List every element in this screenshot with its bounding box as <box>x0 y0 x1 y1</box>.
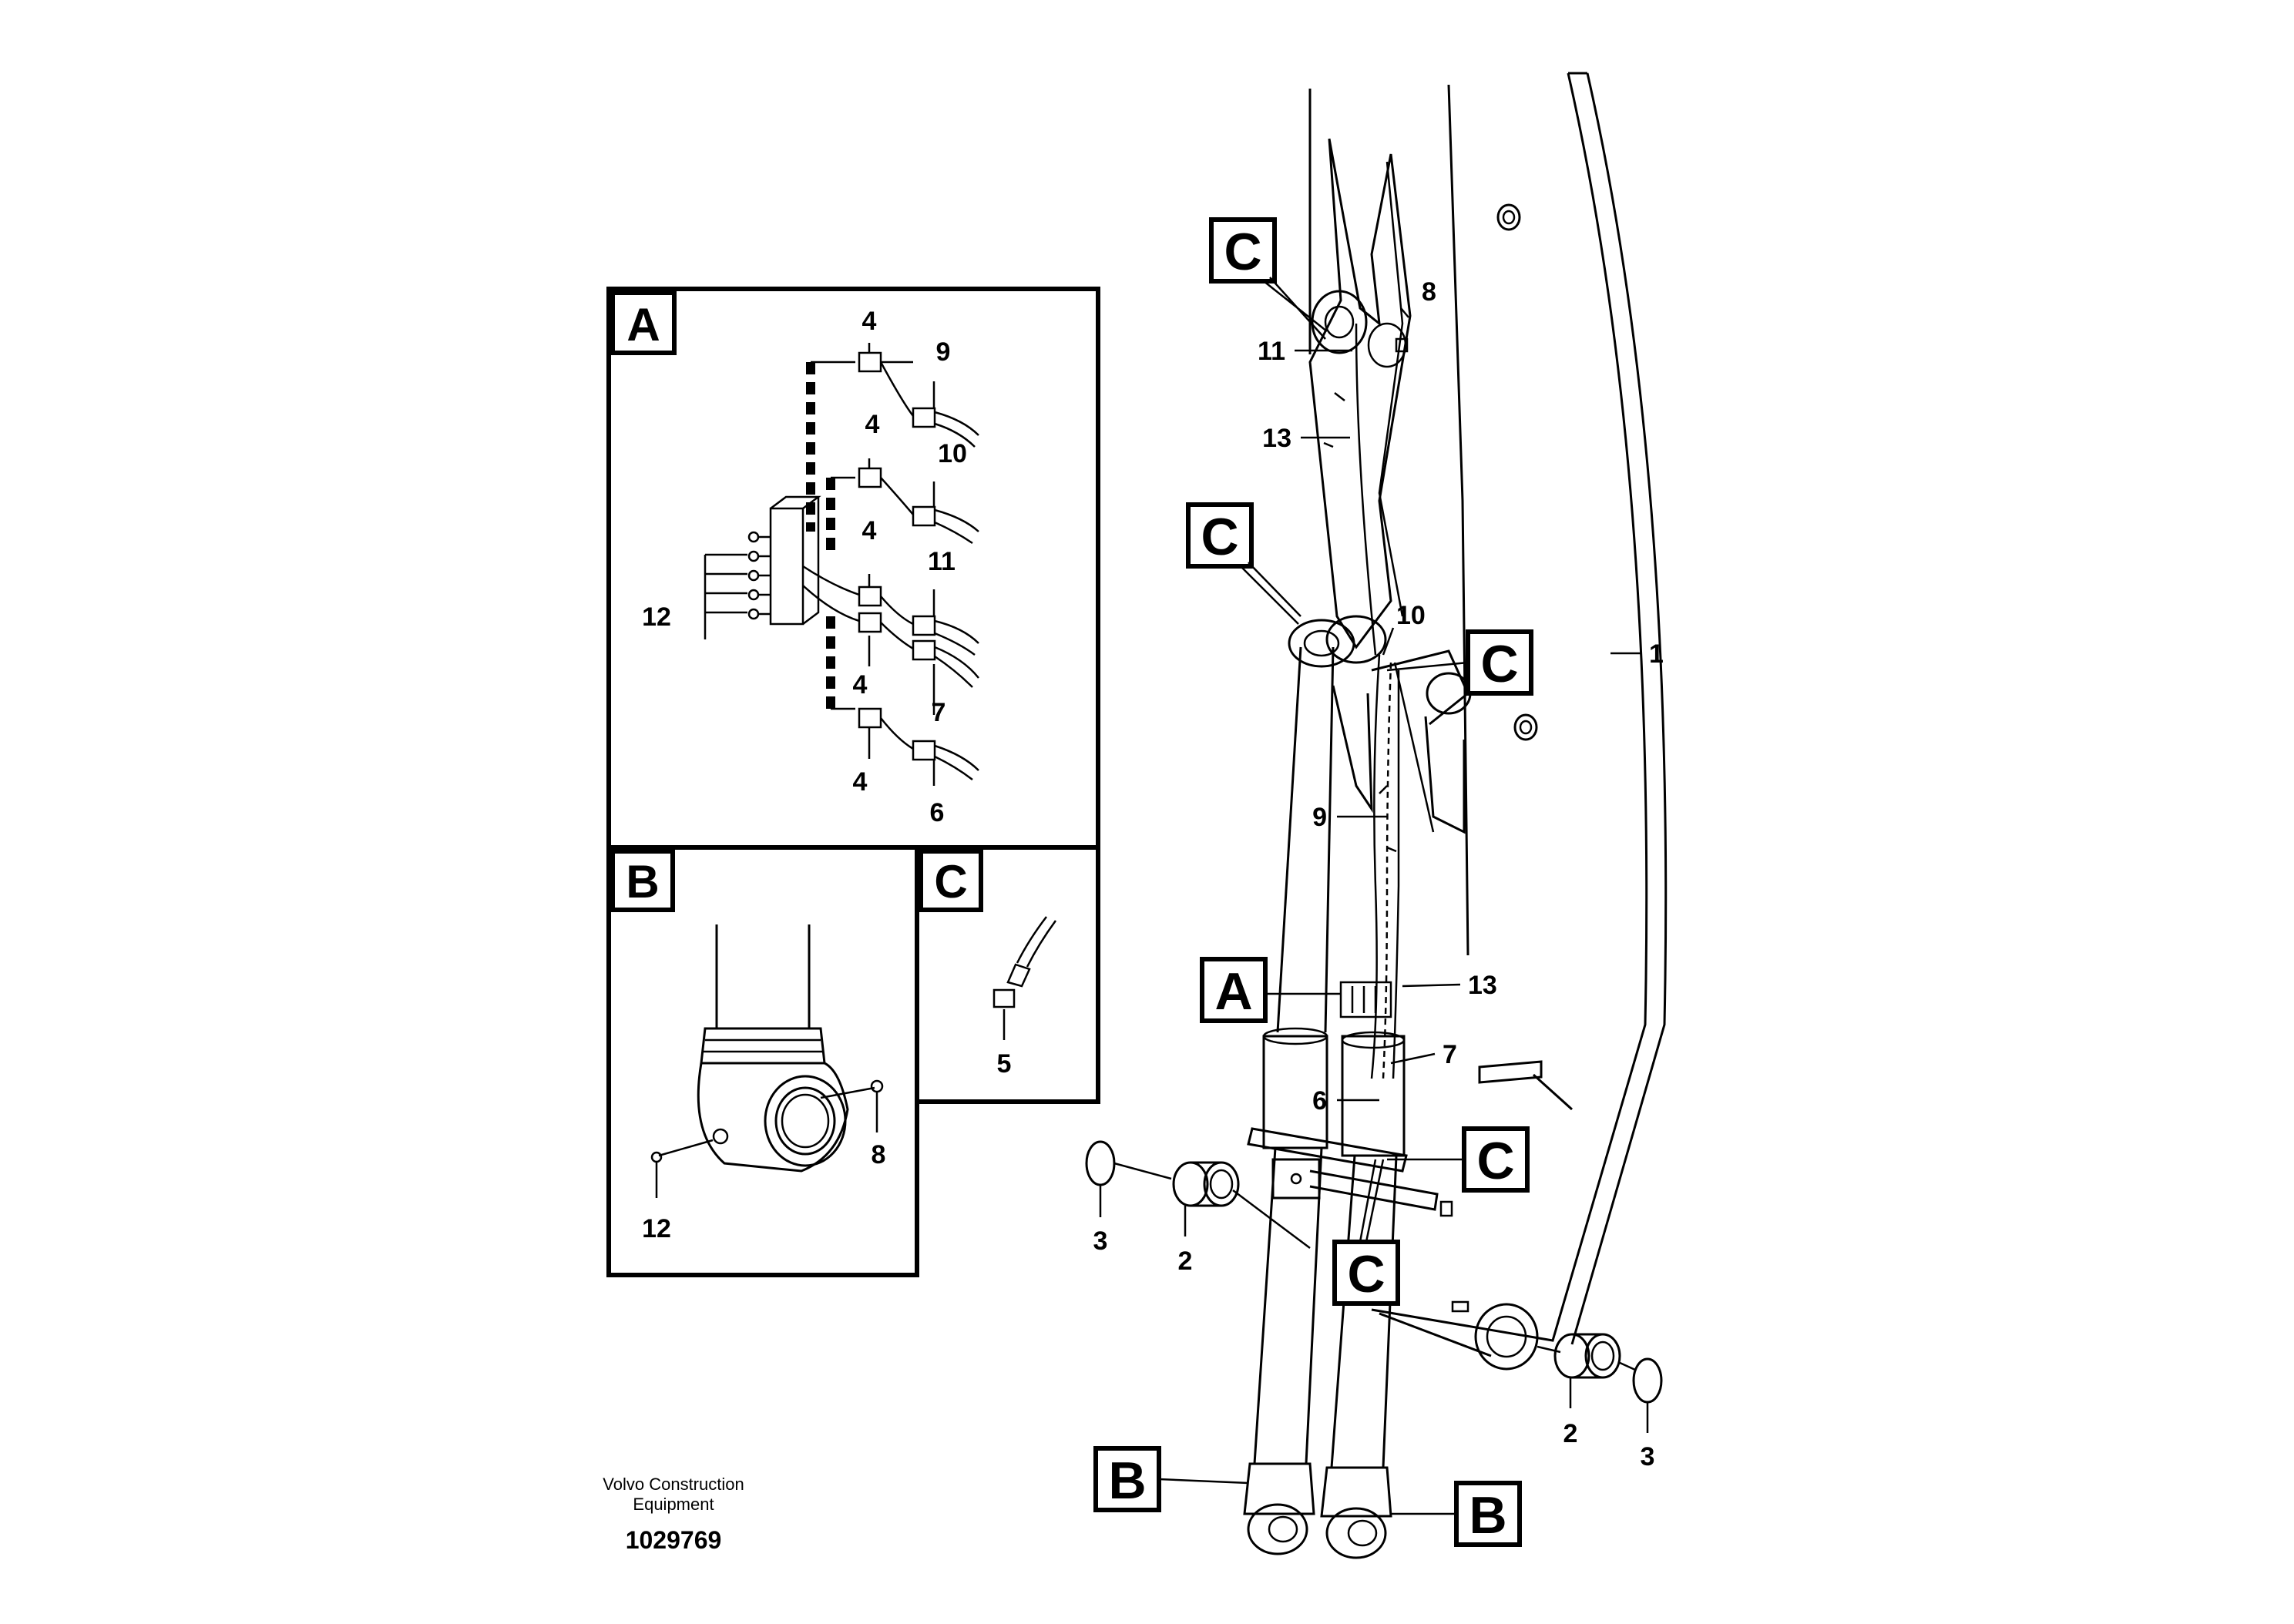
label-2: 2 <box>1563 1419 1578 1448</box>
callout-c-letter: C <box>1480 635 1518 693</box>
label-11: 11 <box>928 547 956 576</box>
label-8: 8 <box>1422 277 1436 307</box>
footer-company-line2: Equipment <box>633 1495 714 1514</box>
label-9: 9 <box>936 337 951 367</box>
inset-a-label: A <box>610 290 677 355</box>
bushing-right <box>1553 1333 1621 1379</box>
label-1: 1 <box>1649 639 1664 669</box>
document-number: 1029769 <box>626 1526 722 1554</box>
footer-company-line1: Volvo Construction <box>603 1475 744 1494</box>
label-4: 4 <box>853 767 868 797</box>
label-4: 4 <box>862 307 877 336</box>
label-7: 7 <box>932 698 946 727</box>
label-7: 7 <box>1443 1040 1457 1069</box>
footer: Volvo Construction Equipment 1029769 <box>603 1475 744 1554</box>
main-part-labels: 8 11 13 10 1 9 13 7 6 3 2 2 3 <box>1093 277 1664 1471</box>
inset-c-drawing: 5 <box>992 916 1057 1079</box>
main-arm-drawing <box>1085 72 1668 1559</box>
label-13: 13 <box>1468 971 1497 1000</box>
label-4: 4 <box>865 410 880 439</box>
inset-panels: A B C <box>606 287 1100 1277</box>
callout-c-letter: C <box>1347 1245 1385 1304</box>
bushing-left <box>1172 1161 1240 1207</box>
label-2: 2 <box>1178 1247 1193 1276</box>
inset-a-letter: A <box>626 299 660 351</box>
label-12: 12 <box>642 1214 671 1243</box>
label-6: 6 <box>1312 1086 1327 1116</box>
callout-a-box <box>1200 957 1268 1023</box>
label-12: 12 <box>642 602 671 632</box>
callout-c-letter: C <box>1201 508 1238 566</box>
label-10: 10 <box>938 439 967 468</box>
inset-b-letter: B <box>626 856 659 908</box>
label-11: 11 <box>1258 337 1285 366</box>
label-3: 3 <box>1093 1226 1108 1256</box>
callout-b-letter: B <box>1108 1451 1146 1510</box>
callout-c-letter: C <box>1476 1132 1514 1190</box>
inset-c-frame <box>915 845 1100 1104</box>
label-3: 3 <box>1641 1442 1655 1471</box>
callout-a-letter: A <box>1214 962 1252 1021</box>
inset-a-drawing: 4 9 4 10 4 11 12 4 7 4 6 <box>642 307 979 827</box>
label-13: 13 <box>1262 424 1291 453</box>
inset-a-frame <box>606 287 1100 850</box>
main-callouts: C C C A C C B B <box>1093 217 1533 1547</box>
inset-b-label: B <box>610 849 675 912</box>
label-9: 9 <box>1312 803 1327 832</box>
label-6: 6 <box>930 798 945 827</box>
label-5: 5 <box>997 1049 1012 1079</box>
callout-c-box <box>1186 502 1254 569</box>
callout-c-box <box>1332 1240 1400 1306</box>
callout-b-box <box>1454 1481 1522 1547</box>
label-10: 10 <box>1396 601 1426 630</box>
manifold-ports <box>747 531 771 620</box>
callout-b-letter: B <box>1469 1486 1506 1545</box>
label-4: 4 <box>853 670 868 700</box>
callout-c-box <box>1209 217 1277 284</box>
callout-c-letter: C <box>1224 223 1261 281</box>
label-8: 8 <box>872 1140 886 1169</box>
inset-c-label: C <box>919 849 983 912</box>
label-4: 4 <box>862 516 877 545</box>
inset-c-letter: C <box>934 856 967 908</box>
inset-b-drawing: 8 12 <box>642 924 885 1243</box>
